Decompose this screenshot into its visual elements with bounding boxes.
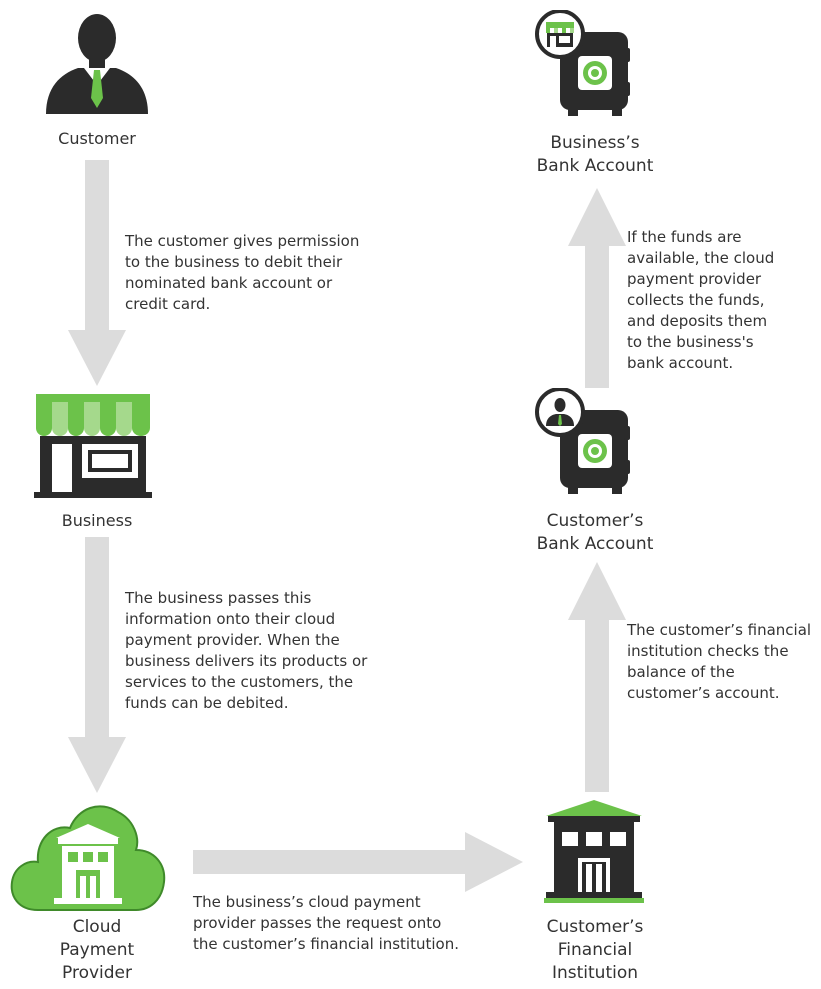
- arrow-provider-to-institution: [193, 832, 523, 892]
- arrow-customer-to-business: [68, 160, 126, 386]
- step-1-description: The customer gives permission to the bus…: [125, 232, 360, 313]
- arrow-institution-to-customer-bank: [568, 562, 626, 792]
- business-safe-icon: [535, 10, 630, 116]
- financial-institution-label: Customer’s Financial Institution: [546, 917, 644, 983]
- step-5-description: If the funds are available, the cloud pa…: [627, 228, 775, 372]
- arrow-business-to-provider: [68, 537, 126, 793]
- arrow-customer-bank-to-business-bank: [568, 188, 626, 388]
- customer-bank-label: Customer’s Bank Account: [536, 511, 654, 554]
- step-3-description: The business’s cloud payment provider pa…: [193, 893, 459, 953]
- business-label: Business: [61, 511, 133, 530]
- step-4-description: The customer’s financial institution che…: [627, 621, 812, 702]
- business-shop-icon: [34, 394, 152, 498]
- cloud-provider-label: Cloud Payment Provider: [59, 917, 135, 983]
- cloud-bank-icon: [10, 805, 166, 911]
- business-bank-label: Business’s Bank Account: [536, 133, 654, 176]
- step-2-description: The business passes this information ont…: [125, 589, 368, 712]
- customer-label: Customer: [58, 129, 136, 148]
- customer-safe-icon: [535, 388, 630, 494]
- financial-institution-building-icon: [544, 800, 644, 903]
- customer-person-icon: [46, 14, 148, 114]
